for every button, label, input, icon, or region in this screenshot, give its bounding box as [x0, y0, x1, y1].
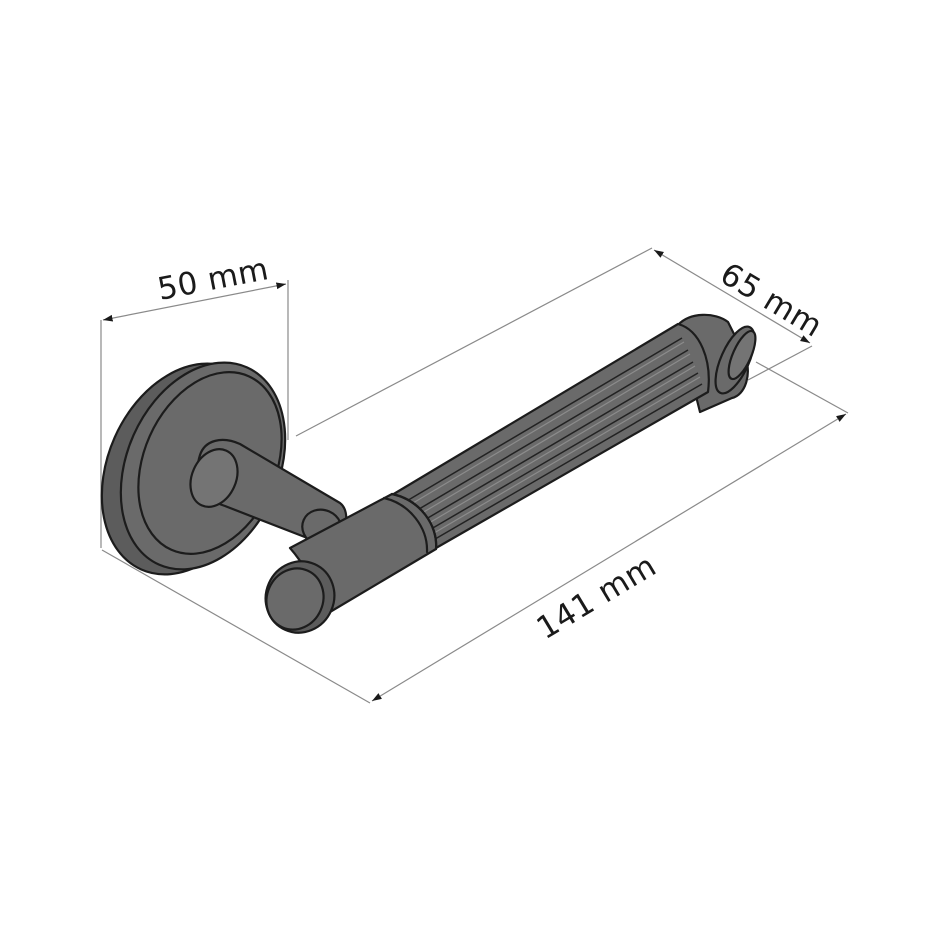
handle-lever	[264, 313, 757, 634]
grip-flutes	[404, 337, 703, 543]
label-rose-diameter: 50 mm	[155, 251, 272, 308]
dimension-lines	[100, 247, 849, 704]
label-lever-length: 141 mm	[531, 548, 663, 647]
